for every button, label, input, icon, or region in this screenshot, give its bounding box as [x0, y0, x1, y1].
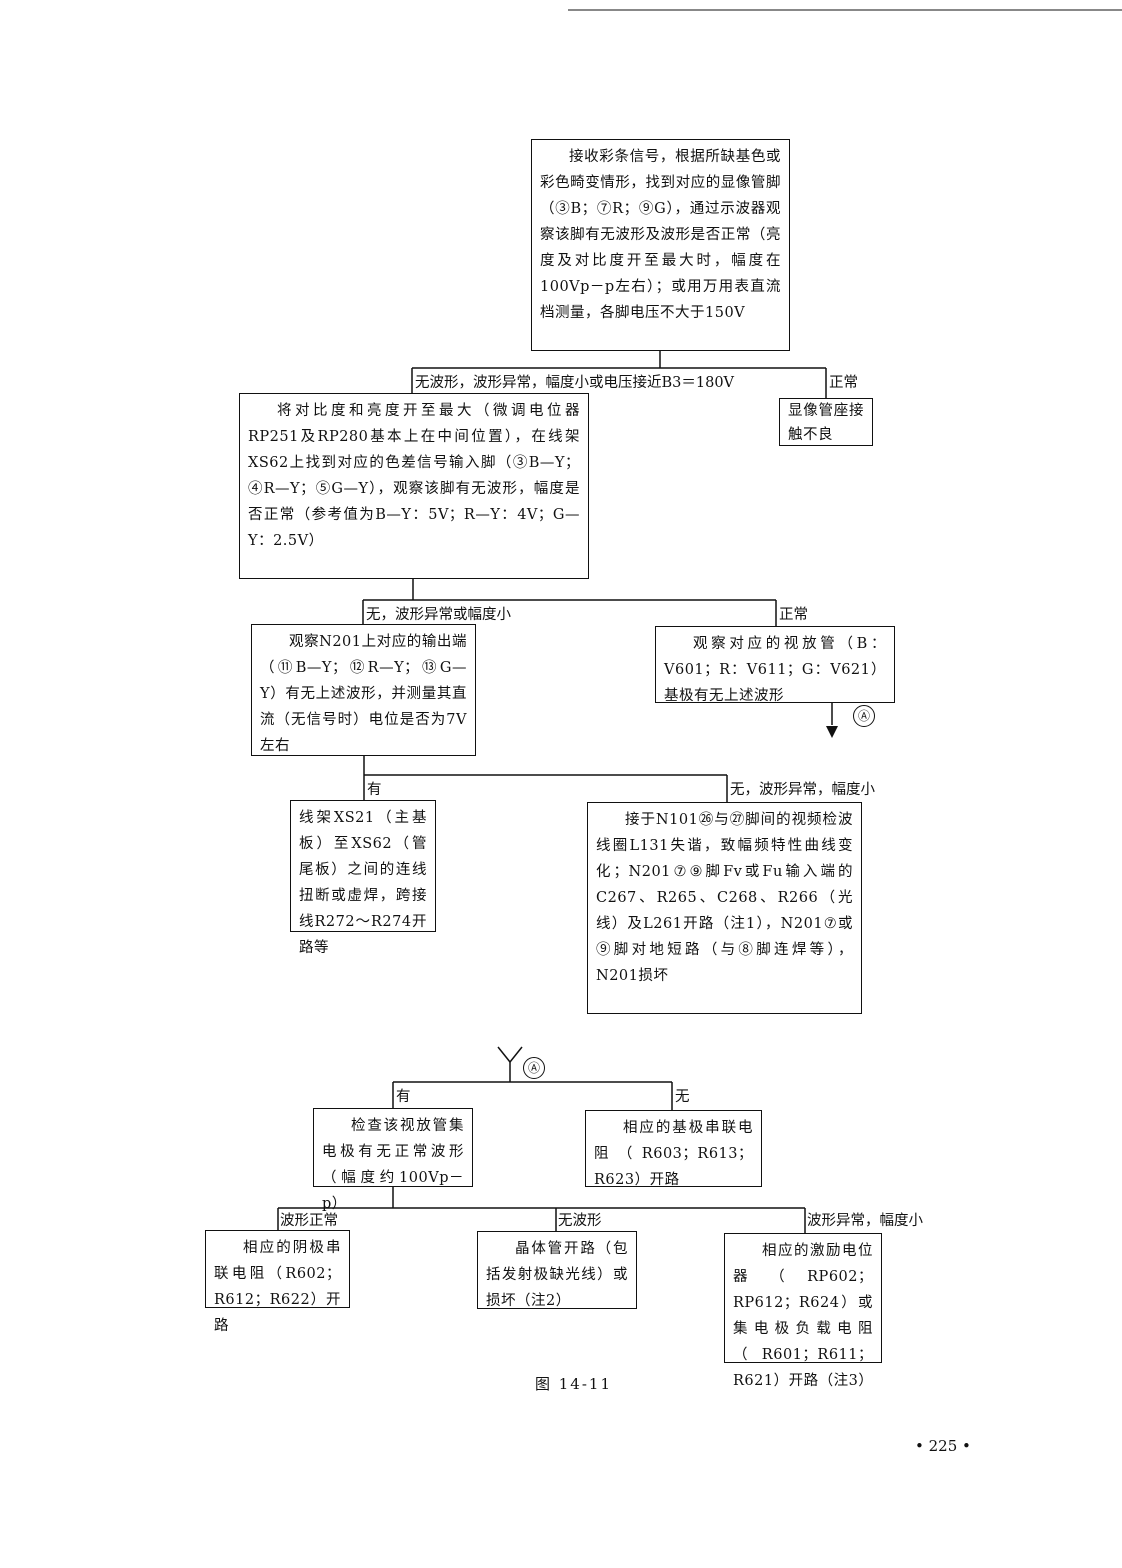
harness-box: 线架XS21（主基板）至XS62（管尾板）之间的连线扭断或虚焊，跨接线R272～… — [290, 800, 436, 956]
base-resistor-text: 相应的基极串联电阻（R603；R613；R623）开路 — [594, 1120, 753, 1188]
start-box-text: 接收彩条信号，根据所缺基色或彩色畸变情形，找到对应的显像管脚（③B；⑦R；⑨G）… — [540, 149, 781, 321]
edge-label-wave-abn-small: 波形异常，幅度小 — [806, 1212, 924, 1230]
edge-label-normal-1: 正常 — [828, 374, 859, 392]
edge-label-normal-2: 正常 — [778, 606, 809, 624]
adjust-contrast-text: 将对比度和亮度开至最大（微调电位器RP251及RP280基本上在中间位置），在线… — [248, 403, 580, 549]
start-box: 接收彩条信号，根据所缺基色或彩色畸变情形，找到对应的显像管脚（③B；⑦R；⑨G）… — [531, 139, 790, 351]
base-resistor-box: 相应的基极串联电阻（R603；R613；R623）开路 — [585, 1110, 762, 1188]
crt-socket-text: 显像管座接触不良 — [788, 403, 864, 443]
cathode-resistor-text: 相应的阴极串联电阻（R602；R612；R622）开路 — [214, 1240, 341, 1334]
drive-pot-box: 相应的激励电位器（RP602；RP612；R624）或集电极负载电阻（R601；… — [724, 1233, 882, 1389]
adjust-contrast-box: 将对比度和亮度开至最大（微调电位器RP251及RP280基本上在中间位置），在线… — [239, 393, 589, 579]
edge-label-no-wave-b3: 无波形，波形异常，幅度小或电压接近B3＝180V — [414, 374, 736, 392]
edge-label-yes-1: 有 — [366, 781, 383, 799]
edge-label-no-wave-abn: 无，波形异常，幅度小 — [729, 781, 876, 799]
transistor-open-box: 晶体管开路（包括发射极缺光线）或损坏（注2） — [477, 1231, 637, 1309]
page-number: • 225 • — [915, 1437, 971, 1455]
drive-pot-text: 相应的激励电位器（RP602；RP612；R624）或集电极负载电阻（R601；… — [733, 1243, 874, 1389]
observe-video-tube-box: 观察对应的视放管（B：V601；R：V611；G：V621）基极有无上述波形 — [655, 626, 895, 704]
edge-label-no-wave: 无波形 — [557, 1212, 603, 1230]
edge-label-no-1: 无 — [674, 1088, 691, 1106]
n101-coil-text: 接于N101㉖与㉗脚间的视频检波线圈L131失谐，致幅频特性曲线变化；N201⑦… — [596, 812, 853, 984]
cathode-resistor-box: 相应的阴极串联电阻（R602；R612；R622）开路 — [205, 1230, 350, 1334]
connector-a-exit: Ⓐ — [853, 705, 875, 727]
observe-n201-text: 观察N201上对应的输出端（⑪B—Y；⑫R—Y；⑬G—Y）有无上述波形，并测量其… — [260, 634, 467, 754]
check-collector-box: 检查该视放管集电极有无正常波形（幅度约100Vp－p） — [313, 1108, 473, 1212]
connector-a-entry: Ⓐ — [523, 1057, 545, 1079]
observe-n201-box: 观察N201上对应的输出端（⑪B—Y；⑫R—Y；⑬G—Y）有无上述波形，并测量其… — [251, 624, 476, 756]
edge-label-yes-2: 有 — [395, 1088, 412, 1106]
edge-label-no-wave-small: 无，波形异常或幅度小 — [365, 606, 512, 624]
n101-coil-box: 接于N101㉖与㉗脚间的视频检波线圈L131失谐，致幅频特性曲线变化；N201⑦… — [587, 802, 862, 1014]
observe-video-tube-text: 观察对应的视放管（B：V601；R：V611；G：V621）基极有无上述波形 — [664, 636, 886, 704]
edge-label-wave-normal: 波形正常 — [279, 1212, 339, 1230]
transistor-open-text: 晶体管开路（包括发射极缺光线）或损坏（注2） — [486, 1241, 628, 1309]
figure-caption: 图 14-11 — [535, 1375, 613, 1393]
harness-text: 线架XS21（主基板）至XS62（管尾板）之间的连线扭断或虚焊，跨接线R272～… — [299, 810, 427, 956]
check-collector-text: 检查该视放管集电极有无正常波形（幅度约100Vp－p） — [322, 1118, 464, 1212]
crt-socket-box: 显像管座接触不良 — [779, 398, 873, 446]
